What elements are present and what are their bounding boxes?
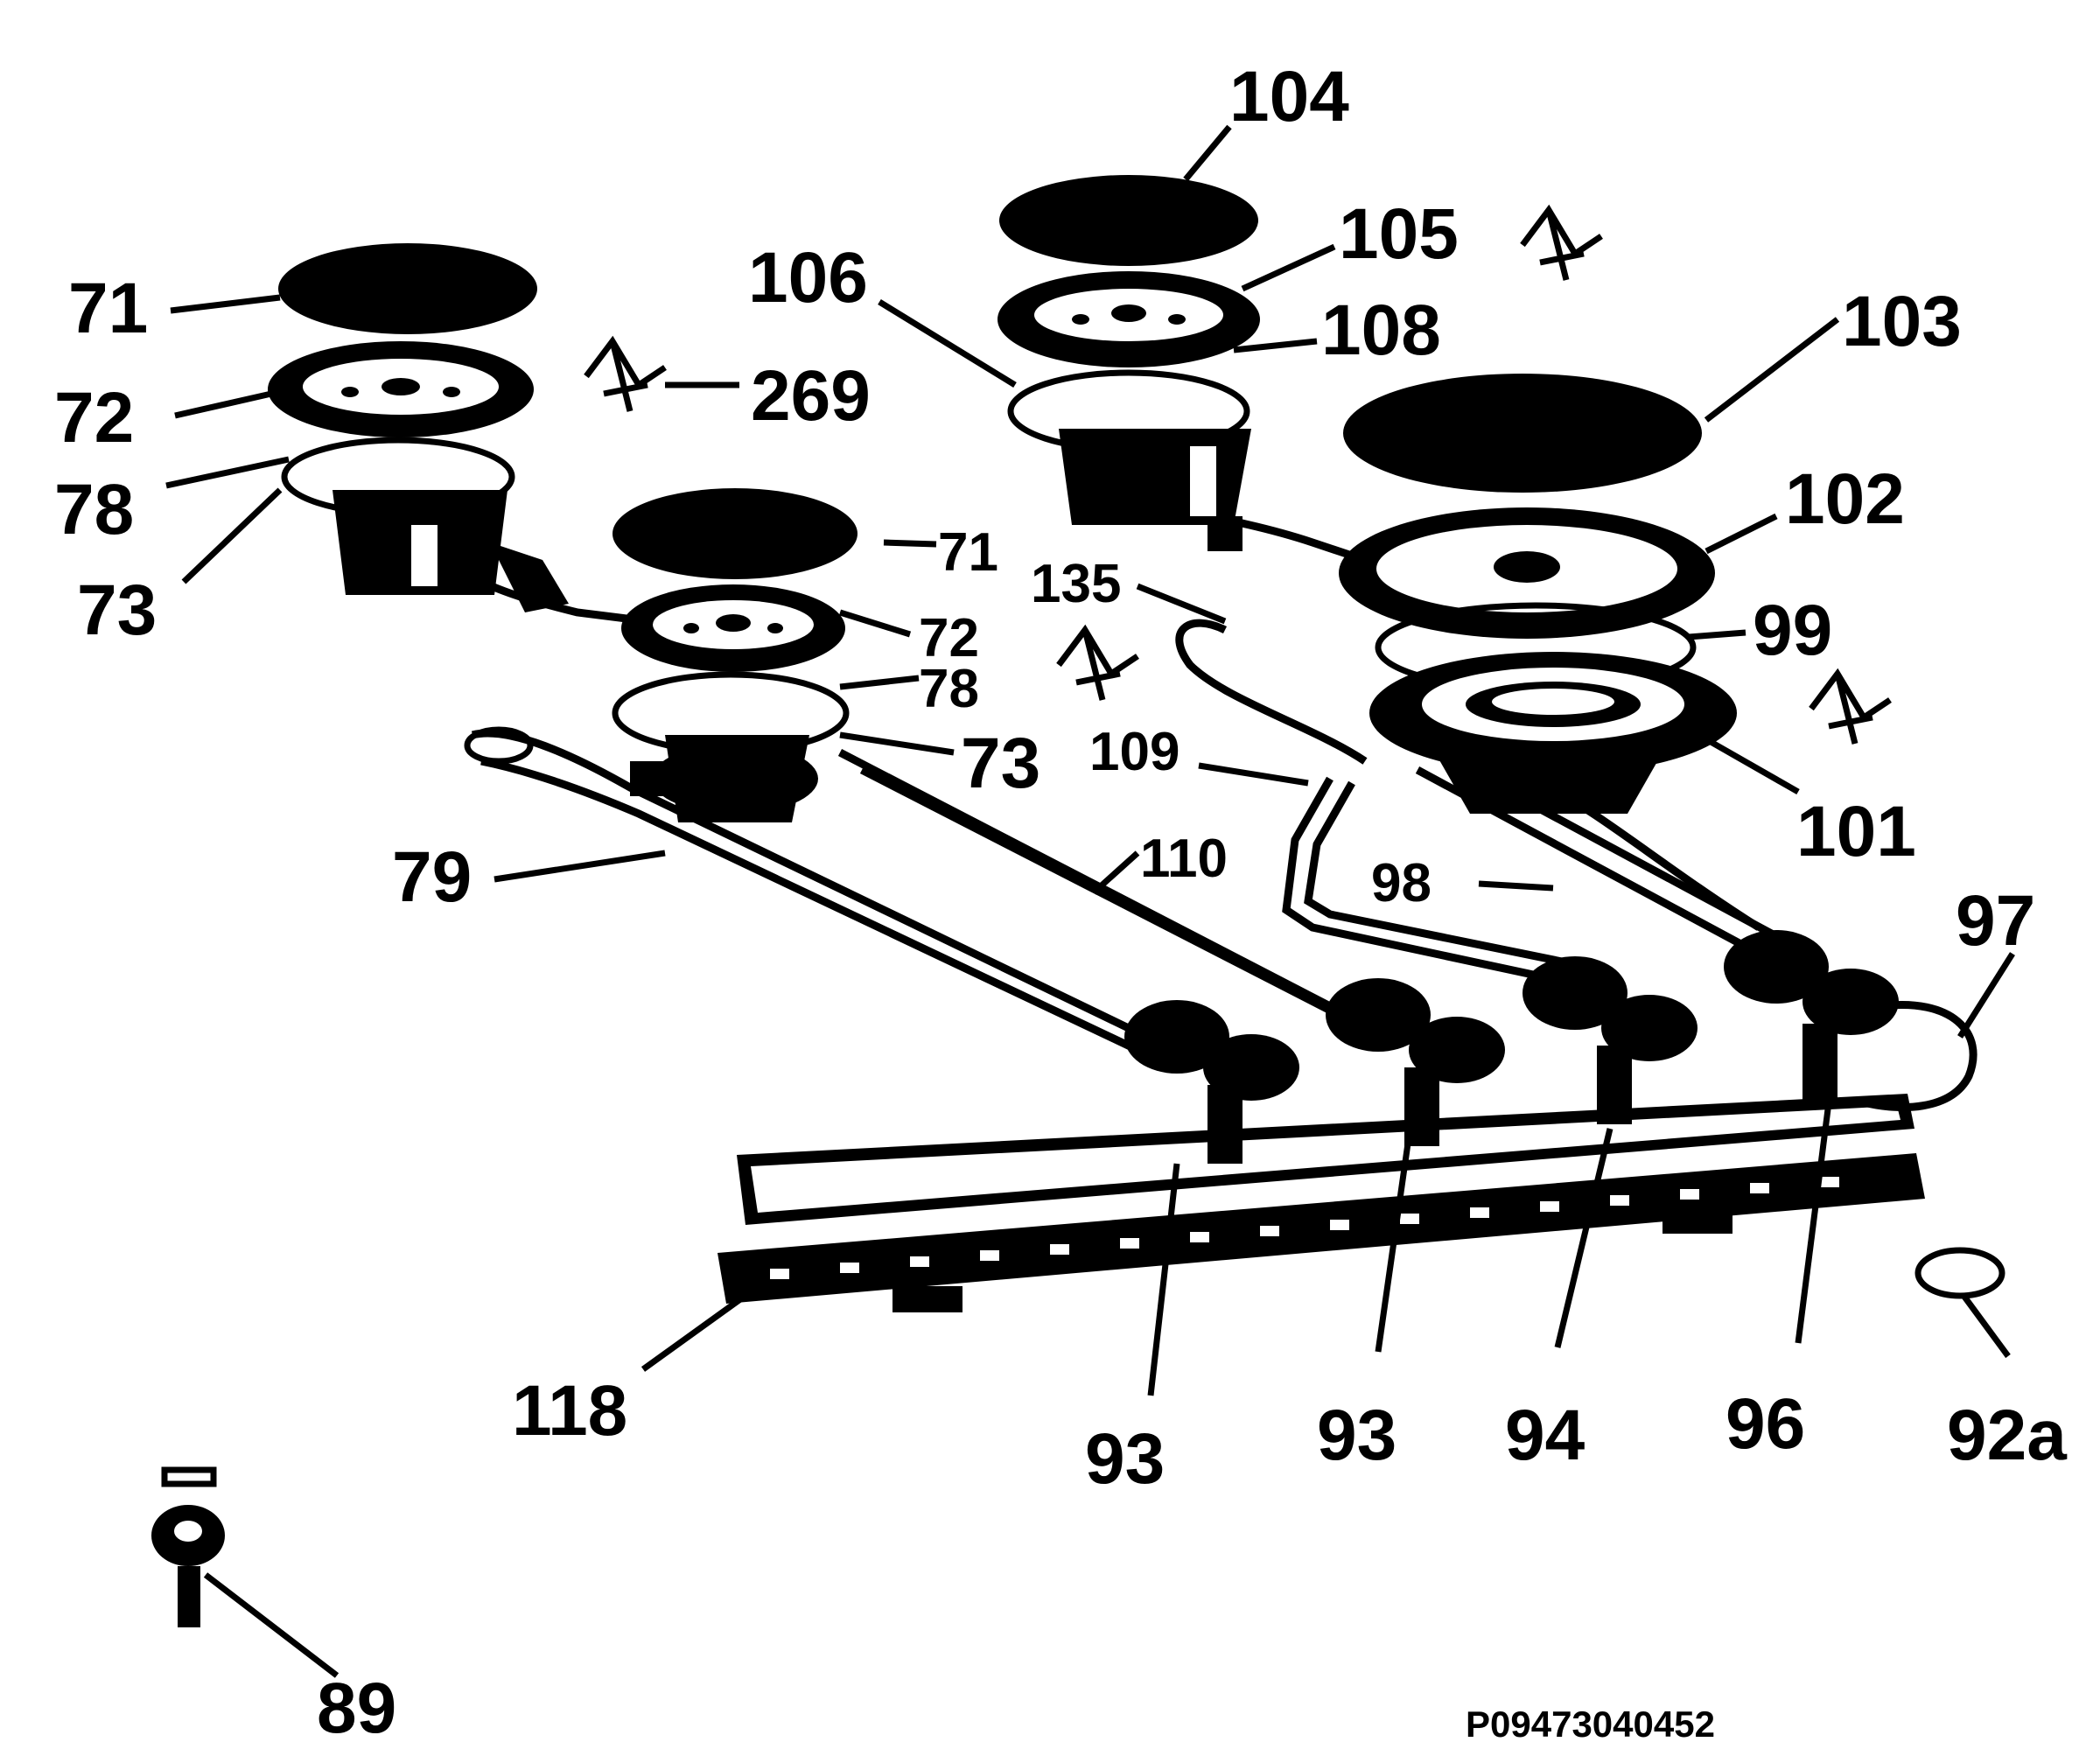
burner-body-108 bbox=[1059, 429, 1251, 525]
label-269: 269 bbox=[751, 356, 871, 436]
label-108: 108 bbox=[1321, 290, 1441, 370]
gas-valve-4 bbox=[1724, 930, 1899, 1102]
label-109: 109 bbox=[1089, 722, 1180, 782]
label-101: 101 bbox=[1796, 792, 1916, 871]
burner-rear-left bbox=[268, 243, 569, 612]
label-93-b: 93 bbox=[1317, 1396, 1396, 1475]
label-78-b: 78 bbox=[919, 659, 979, 719]
label-96: 96 bbox=[1726, 1384, 1805, 1464]
callout-labels: 71 72 78 73 269 71 72 78 73 79 110 104 1… bbox=[54, 57, 2068, 1748]
label-71-b: 71 bbox=[938, 522, 998, 583]
label-94: 94 bbox=[1505, 1396, 1586, 1475]
label-89: 89 bbox=[317, 1669, 396, 1748]
burner-cap-103 bbox=[1343, 374, 1702, 493]
gas-valve-2 bbox=[1326, 978, 1505, 1146]
label-72-b: 72 bbox=[919, 608, 979, 668]
burner-cap-71 bbox=[278, 243, 537, 334]
label-92a: 92a bbox=[1947, 1396, 2068, 1475]
label-78: 78 bbox=[54, 470, 134, 549]
label-103: 103 bbox=[1842, 282, 1962, 361]
spring-clip-icon bbox=[1809, 668, 1892, 745]
spring-clip-icon bbox=[1520, 204, 1603, 281]
label-104: 104 bbox=[1229, 57, 1349, 136]
spring-clip-icon bbox=[1056, 624, 1139, 701]
label-102: 102 bbox=[1785, 459, 1905, 539]
burner-rear-center bbox=[998, 175, 1260, 551]
label-135: 135 bbox=[1031, 554, 1121, 614]
gas-valve-1 bbox=[1124, 1000, 1299, 1164]
leader-lines bbox=[165, 124, 2015, 1678]
burner-cap-71 bbox=[612, 488, 858, 579]
burner-front-right bbox=[1339, 374, 1737, 814]
label-97: 97 bbox=[1956, 881, 2035, 961]
spring-clip-symbols bbox=[584, 204, 1892, 745]
label-106: 106 bbox=[748, 238, 868, 318]
label-98: 98 bbox=[1371, 853, 1432, 913]
label-105: 105 bbox=[1339, 194, 1459, 274]
spring-clip-icon bbox=[584, 335, 667, 412]
label-110: 110 bbox=[1140, 829, 1228, 889]
rail-teeth bbox=[770, 1177, 1839, 1279]
burner-front-left bbox=[612, 488, 858, 822]
drawing-code: P09473040452 bbox=[1466, 1704, 1715, 1745]
label-72: 72 bbox=[54, 378, 134, 458]
burner-cap-104 bbox=[999, 175, 1258, 266]
label-79: 79 bbox=[392, 837, 472, 917]
label-71: 71 bbox=[68, 269, 148, 348]
label-73-b: 73 bbox=[961, 724, 1040, 803]
label-118: 118 bbox=[512, 1371, 627, 1451]
o-ring-92a bbox=[1914, 1247, 2006, 1299]
gas-manifold-assembly bbox=[718, 930, 1978, 1312]
part-89 bbox=[151, 1466, 225, 1627]
label-99: 99 bbox=[1753, 591, 1832, 670]
label-93: 93 bbox=[1085, 1419, 1165, 1499]
label-73: 73 bbox=[77, 570, 157, 650]
